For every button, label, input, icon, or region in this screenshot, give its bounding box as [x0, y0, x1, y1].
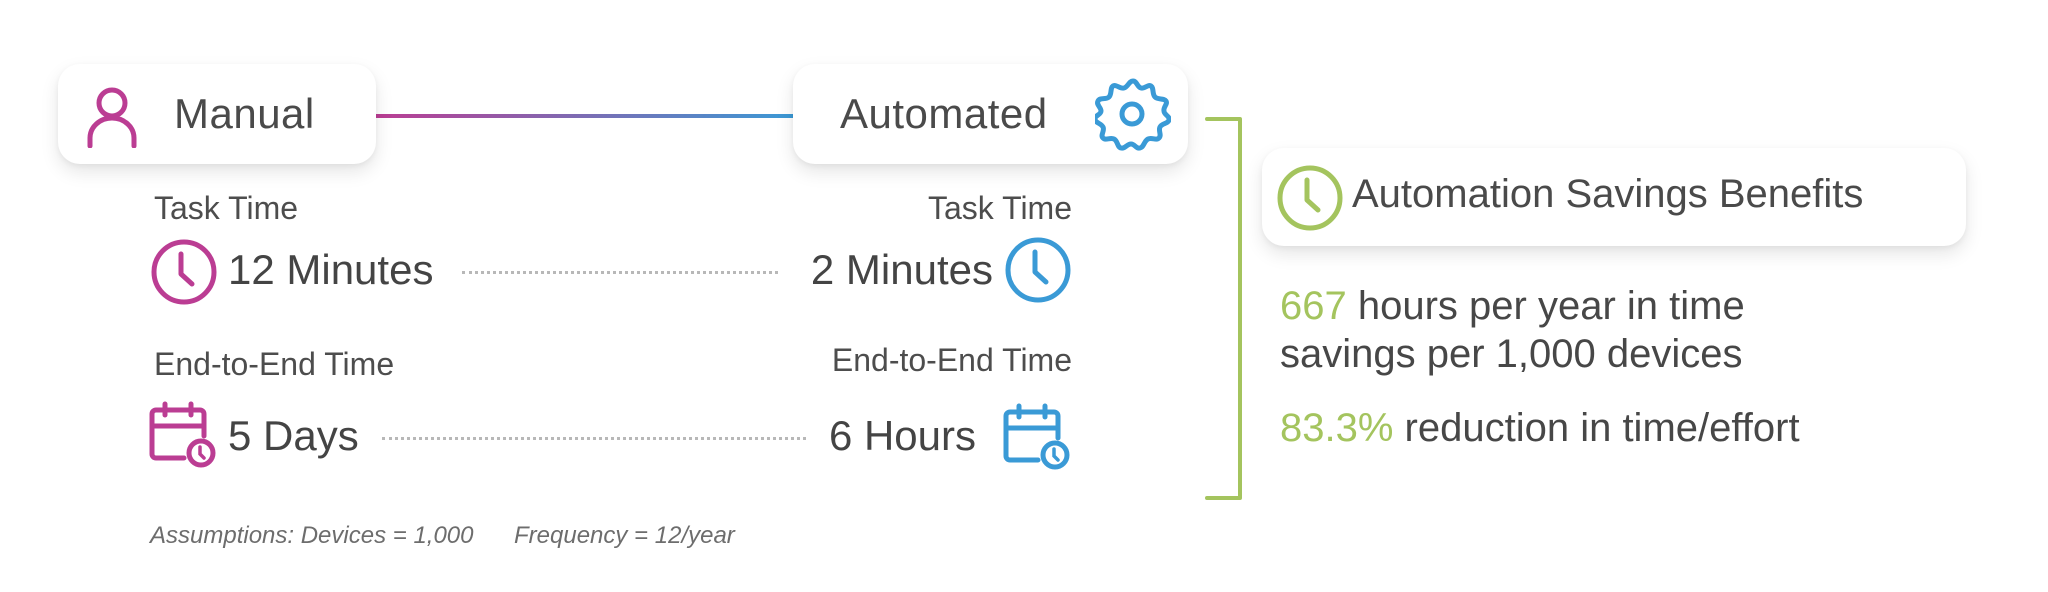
clock-icon [1277, 165, 1343, 231]
automated-title: Automated [840, 90, 1048, 137]
automated-e2e-value: 6 Hours [828, 412, 976, 459]
user-icon [87, 87, 137, 148]
manual-card: Manual [58, 64, 376, 164]
clock-icon [1005, 237, 1071, 303]
benefit-item-hours: 667 hours per year in time savings per 1… [1280, 282, 1745, 378]
manual-e2e-label: End-to-End Time [154, 346, 395, 382]
benefits-card: Automation Savings Benefits [1262, 148, 1966, 246]
assumptions-devices: Assumptions: Devices = 1,000 [150, 522, 474, 549]
benefit-hours-text-2: savings per 1,000 devices [1280, 332, 1743, 376]
clock-icon [151, 239, 217, 305]
automated-task-time-value: 2 Minutes [810, 246, 993, 293]
automated-task-time-label: Task Time [927, 190, 1072, 226]
manual-e2e-value: 5 Days [228, 412, 359, 459]
manual-title: Manual [174, 90, 315, 137]
benefits-title: Automation Savings Benefits [1352, 172, 1864, 216]
automated-card: Automated [793, 64, 1188, 164]
calendar-clock-icon [149, 401, 216, 468]
assumptions-frequency: Frequency = 12/year [514, 522, 735, 549]
task-time-dotted-connector [462, 271, 778, 274]
manual-automated-connector [376, 114, 796, 118]
benefit-hours-text-1: hours per year in time [1346, 284, 1745, 328]
calendar-clock-icon [1003, 403, 1070, 470]
benefits-bracket [1205, 117, 1242, 500]
benefit-hours-value: 667 [1280, 284, 1347, 328]
manual-task-time-value: 12 Minutes [228, 246, 434, 293]
e2e-dotted-connector [382, 437, 806, 440]
benefit-reduction-value: 83.3% [1280, 406, 1394, 450]
automated-e2e-label: End-to-End Time [831, 342, 1072, 378]
benefit-reduction-text: reduction in time/effort [1393, 406, 1800, 450]
manual-task-time-label: Task Time [154, 190, 299, 226]
benefit-item-reduction: 83.3% reduction in time/effort [1280, 404, 1800, 452]
gear-icon [1095, 78, 1171, 151]
